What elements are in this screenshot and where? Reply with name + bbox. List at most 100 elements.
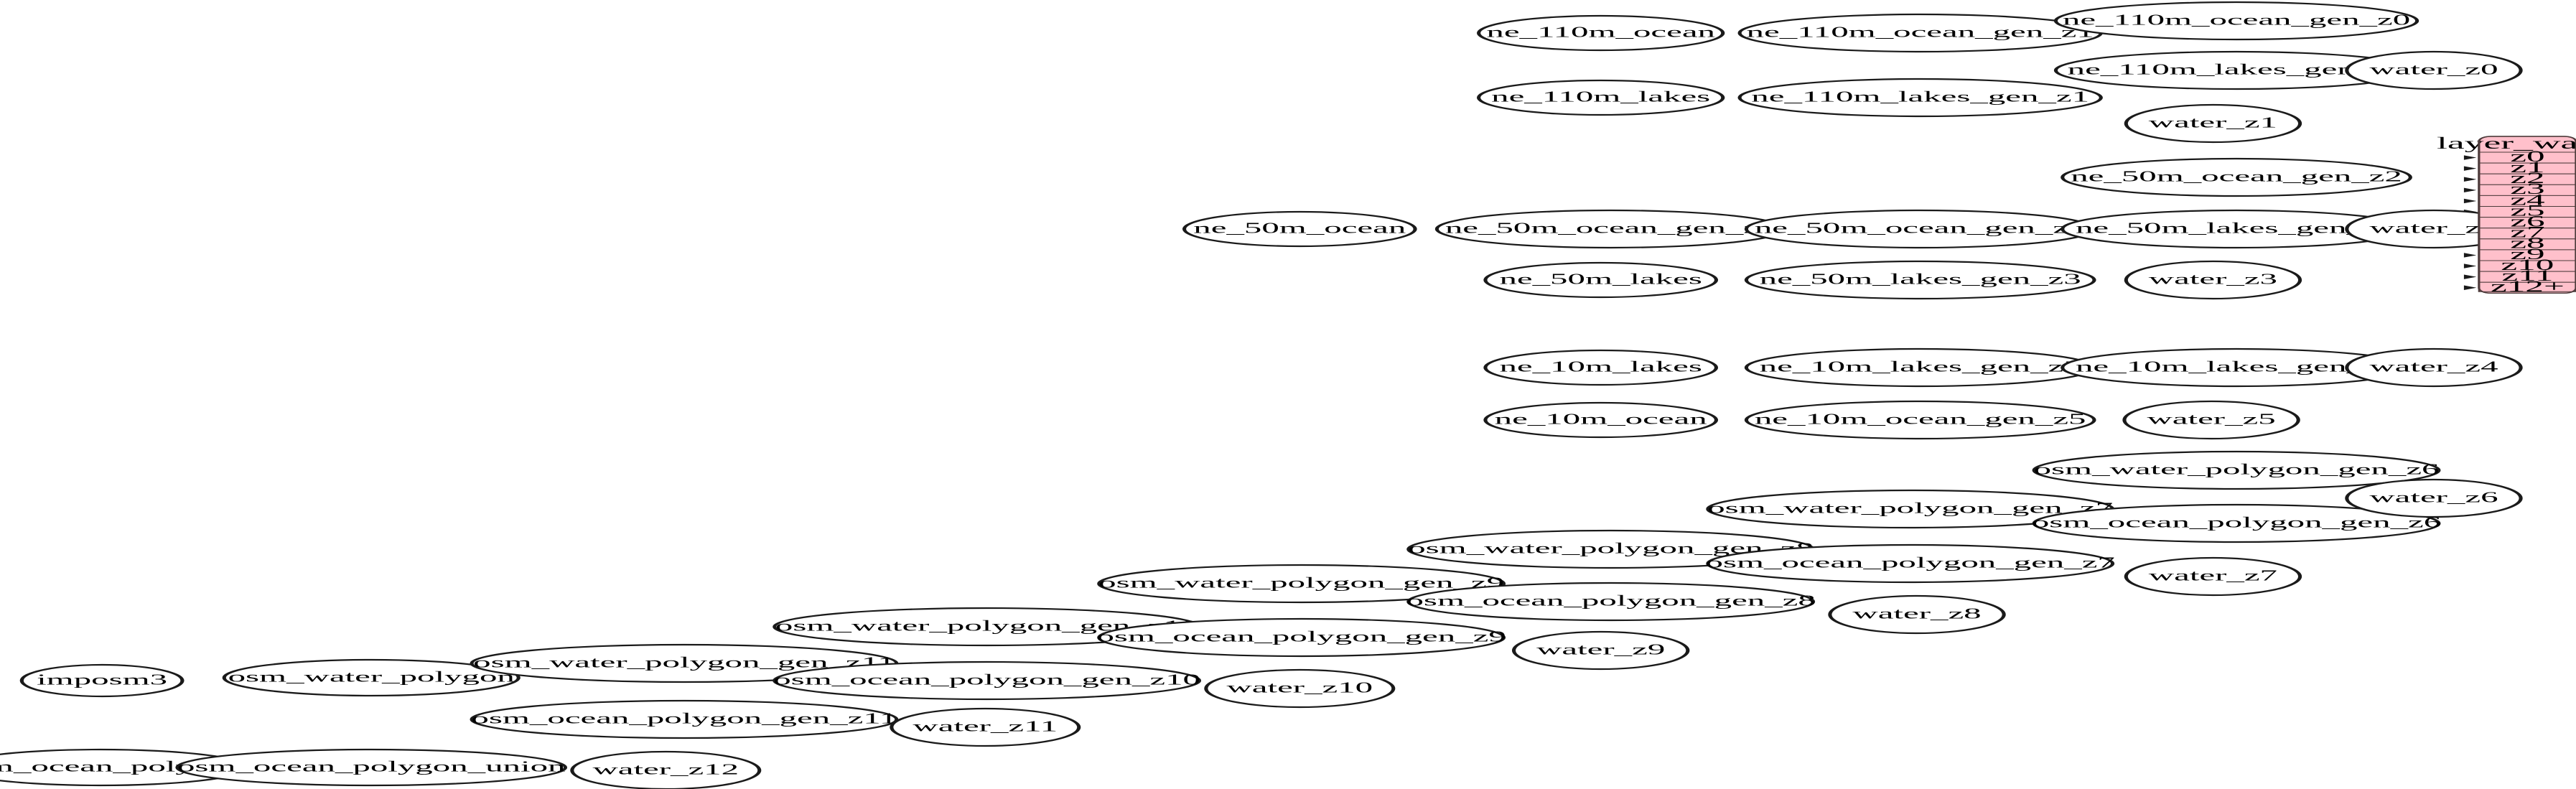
graph-node-ne_10m_ocean_gen_z5[interactable]: ne_10m_ocean_gen_z5 [1744, 400, 2096, 440]
graph-node-label-ne_50m_ocean_gen_z3: ne_50m_ocean_gen_z3 [1755, 220, 2086, 236]
graph-node-label-osm_ocean_polygon_gen_z11: osm_ocean_polygon_gen_z11 [471, 710, 897, 727]
edge-arrowhead [2463, 155, 2477, 160]
graph-node-ne_50m_ocean_gen_z4[interactable]: ne_50m_ocean_gen_z4 [1434, 209, 1787, 249]
graph-node-label-water_z1: water_z1 [2149, 114, 2277, 131]
graph-node-ne_110m_ocean_gen_z0[interactable]: ne_110m_ocean_gen_z0 [2053, 1, 2419, 41]
layer-table-cell-z10: z10 [2501, 256, 2554, 274]
graph-node-label-osm_water_polygon_gen_z10: osm_water_polygon_gen_z10 [775, 617, 1198, 634]
graph-node-osm_ocean_polygon_gen_z10[interactable]: osm_ocean_polygon_gen_z10 [773, 660, 1202, 701]
graph-node-label-osm_water_polygon: osm_water_polygon [228, 668, 515, 685]
graph-node-label-imposm3: imposm3 [37, 671, 167, 688]
graph-node-label-ne_50m_lakes_gen_z2: ne_50m_lakes_gen_z2 [2076, 220, 2397, 236]
graph-node-label-water_z11: water_z11 [913, 718, 1058, 734]
graph-node-osm_water_polygon_gen_z9[interactable]: osm_water_polygon_gen_z9 [1097, 564, 1506, 604]
graph-node-water_z5[interactable]: water_z5 [2122, 400, 2300, 440]
graph-node-label-osm_water_polygon_gen_z8: osm_water_polygon_gen_z8 [1408, 540, 1814, 556]
graph-node-water_z8[interactable]: water_z8 [1828, 594, 2006, 635]
graph-node-label-ne_10m_lakes_gen_z5: ne_10m_lakes_gen_z5 [1760, 358, 2081, 375]
graph-node-water_z9[interactable]: water_z9 [1511, 630, 1690, 671]
graph-node-label-water_z6: water_z6 [2369, 489, 2498, 505]
layer-table-cell-z6: z6 [2510, 213, 2544, 230]
graph-node-label-ne_10m_ocean_gen_z5: ne_10m_ocean_gen_z5 [1755, 411, 2086, 427]
graph-node-label-osm_water_polygon_gen_z7: osm_water_polygon_gen_z7 [1707, 500, 2113, 516]
graph-node-osm_water_polygon_gen_z8[interactable]: osm_water_polygon_gen_z8 [1406, 529, 1816, 569]
graph-node-label-ne_110m_ocean_gen_z1: ne_110m_ocean_gen_z1 [1747, 24, 2094, 40]
graph-node-water_z6[interactable]: water_z6 [2345, 478, 2523, 518]
layer-table-cell-z4: z4 [2510, 191, 2545, 209]
graph-node-label-ne_110m_ocean_gen_z0: ne_110m_ocean_gen_z0 [2063, 11, 2410, 28]
graph-node-osm_ocean_polygon_gen_z8[interactable]: osm_ocean_polygon_gen_z8 [1406, 582, 1816, 622]
graph-node-label-ne_110m_lakes: ne_110m_lakes [1491, 88, 1710, 105]
layer-table-cell-z0: z0 [2510, 147, 2544, 165]
graph-node-water_z7[interactable]: water_z7 [2124, 556, 2302, 597]
graph-node-osm_water_polygon_gen_z6[interactable]: osm_water_polygon_gen_z6 [2032, 450, 2441, 490]
graph-node-water_z3[interactable]: water_z3 [2124, 260, 2302, 300]
node-layer: imposm3 osm_water_polygon osm_ocean_polygo… [0, 1, 2523, 789]
graph-node-label-water_z4: water_z4 [2369, 358, 2498, 375]
graph-node-label-osm_ocean_polygon_gen_z6: osm_ocean_polygon_gen_z6 [2032, 514, 2441, 531]
graph-node-label-water_z3: water_z3 [2149, 271, 2277, 287]
graph-node-ne_50m_lakes_gen_z3[interactable]: ne_50m_lakes_gen_z3 [1744, 260, 2096, 300]
graph-node-label-osm_water_polygon_gen_z9: osm_water_polygon_gen_z9 [1098, 574, 1504, 591]
graph-node-osm_ocean_polygon_union[interactable]: osm_ocean_polygon_union [175, 748, 568, 787]
layer-table-cell-z5: z5 [2510, 202, 2544, 220]
graph-node-label-ne_110m_ocean: ne_110m_ocean [1486, 24, 1715, 40]
graph-node-ne_50m_ocean_gen_z2[interactable]: ne_50m_ocean_gen_z2 [2061, 157, 2412, 197]
graph-node-label-osm_water_polygon_gen_z11: osm_water_polygon_gen_z11 [473, 654, 895, 671]
graph-node-label-ne_10m_lakes_gen_z4: ne_10m_lakes_gen_z4 [2076, 358, 2397, 375]
graph-node-water_z10[interactable]: water_z10 [1204, 668, 1396, 709]
layer-table-cell-z7: z7 [2510, 223, 2544, 241]
graph-node-label-water_z8: water_z8 [1852, 605, 1981, 622]
graph-node-imposm3[interactable]: imposm3 [19, 663, 185, 698]
graph-node-ne_50m_ocean_gen_z3[interactable]: ne_50m_ocean_gen_z3 [1744, 209, 2096, 249]
graph-node-label-water_z10: water_z10 [1226, 679, 1373, 696]
graph-node-ne_10m_lakes_gen_z5[interactable]: ne_10m_lakes_gen_z5 [1744, 347, 2096, 388]
layer-table-cell-z12+: z12+ [2491, 278, 2565, 296]
graph-node-label-water_z2: water_z2 [2369, 220, 2498, 236]
edge-arrowhead [2463, 187, 2477, 193]
graph-node-label-water_z7: water_z7 [2149, 567, 2277, 584]
edge-arrowhead [2463, 285, 2477, 290]
layer-table-cell-z2: z2 [2510, 169, 2544, 187]
graph-node-label-ne_50m_ocean_gen_z2: ne_50m_ocean_gen_z2 [2071, 168, 2402, 185]
edge-arrowhead [2463, 177, 2477, 182]
graph-node-label-ne_10m_lakes: ne_10m_lakes [1499, 358, 1702, 375]
graph-node-ne_50m_lakes[interactable]: ne_50m_lakes [1483, 261, 1719, 299]
graph-node-osm_water_polygon[interactable]: osm_water_polygon [222, 658, 521, 697]
graph-node-ne_110m_lakes_gen_z1[interactable]: ne_110m_lakes_gen_z1 [1737, 78, 2103, 118]
edge-arrowhead [2463, 263, 2477, 269]
edge-arrowhead [2463, 253, 2477, 258]
graph-node-water_z11[interactable]: water_z11 [890, 707, 1081, 747]
graph-node-ne_110m_ocean[interactable]: ne_110m_ocean [1477, 14, 1725, 52]
graph-node-osm_water_polygon_gen_z10[interactable]: osm_water_polygon_gen_z10 [773, 607, 1202, 647]
graph-node-water_z1[interactable]: water_z1 [2124, 103, 2302, 144]
graph-node-ne_10m_lakes[interactable]: ne_10m_lakes [1483, 349, 1719, 386]
graph-node-ne_110m_lakes_gen_z0[interactable]: ne_110m_lakes_gen_z0 [2053, 50, 2419, 90]
graph-node-ne_50m_ocean[interactable]: ne_50m_ocean [1182, 210, 1417, 248]
graph-node-osm_ocean_polygon_gen_z11[interactable]: osm_ocean_polygon_gen_z11 [470, 699, 899, 739]
graph-node-ne_50m_lakes_gen_z2[interactable]: ne_50m_lakes_gen_z2 [2061, 209, 2412, 249]
graph-node-water_z0[interactable]: water_z0 [2345, 50, 2523, 90]
layer-table-cell-z8: z8 [2510, 234, 2544, 252]
layer-table-cell-z11: z11 [2501, 266, 2553, 284]
graph-node-ne_10m_ocean[interactable]: ne_10m_ocean [1483, 401, 1719, 439]
graph-node-osm_ocean_polygon_gen_z7[interactable]: osm_ocean_polygon_gen_z7 [1706, 543, 2115, 584]
layer-table-cell-z1: z1 [2510, 158, 2544, 176]
graph-node-osm_ocean_polygon_gen_z9[interactable]: osm_ocean_polygon_gen_z9 [1096, 617, 1506, 658]
graph-node-ne_110m_ocean_gen_z1[interactable]: ne_110m_ocean_gen_z1 [1737, 13, 2103, 53]
layer-table-cell-z3: z3 [2510, 180, 2544, 198]
graph-node-osm_ocean_polygon_gen_z6[interactable]: osm_ocean_polygon_gen_z6 [2032, 503, 2441, 543]
graph-node-label-ne_50m_lakes_gen_z3: ne_50m_lakes_gen_z3 [1760, 271, 2081, 287]
graph-node-ne_110m_lakes[interactable]: ne_110m_lakes [1477, 79, 1725, 116]
graph-node-label-osm_ocean_polygon_union: osm_ocean_polygon_union [177, 758, 566, 775]
graph-node-water_z4[interactable]: water_z4 [2345, 347, 2523, 388]
edge-arrowhead [2463, 198, 2477, 204]
graph-node-label-water_z5: water_z5 [2147, 411, 2275, 427]
graph-node-label-ne_50m_ocean_gen_z4: ne_50m_ocean_gen_z4 [1445, 220, 1777, 236]
graph-node-water_z12[interactable]: water_z12 [570, 750, 762, 789]
graph-node-label-osm_ocean_polygon_gen_z7: osm_ocean_polygon_gen_z7 [1706, 554, 2115, 571]
graph-node-label-ne_50m_lakes: ne_50m_lakes [1499, 271, 1702, 287]
layer-water-table[interactable]: layer_waterz0z1z2z3z4z5z6z7z8z9z10z11z12… [2437, 134, 2576, 295]
